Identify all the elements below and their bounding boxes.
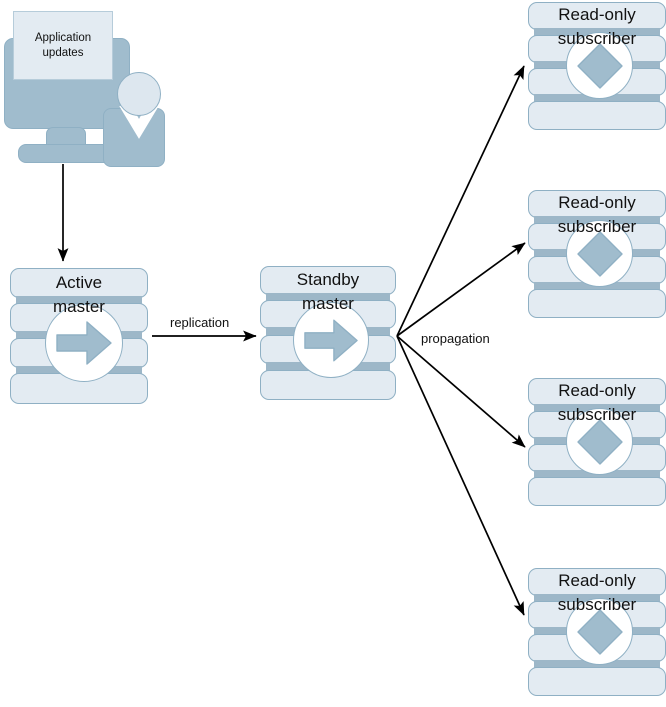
right-arrow-emblem-icon (293, 302, 369, 378)
screen-message-line1: Application (34, 31, 92, 44)
client-workstation: Application updates (0, 0, 180, 170)
db-band (260, 266, 396, 295)
db-band (528, 2, 666, 30)
diamond-emblem-icon (566, 598, 633, 665)
user-head-icon (117, 72, 161, 116)
node-read-only-subscriber-1[interactable]: Read-only subscriber (528, 2, 666, 130)
diamond-emblem-icon (566, 408, 633, 475)
monitor-screen-icon (13, 11, 113, 80)
db-band (10, 268, 148, 298)
db-band (10, 373, 148, 404)
edge-propagation-2 (396, 242, 526, 337)
screen-message-line2: updates (42, 46, 84, 59)
db-band (528, 101, 666, 130)
screen-message: Application updates (13, 11, 113, 80)
db-band (528, 289, 666, 318)
db-band (528, 477, 666, 506)
edge-propagation-4 (396, 335, 525, 616)
db-separator (16, 296, 142, 305)
node-read-only-subscriber-2[interactable]: Read-only subscriber (528, 190, 666, 318)
edge-label-replication: replication (170, 315, 230, 330)
db-separator (266, 293, 390, 302)
monitor-stand-base-icon (18, 144, 114, 163)
db-band (528, 667, 666, 696)
edge-propagation-3 (396, 335, 526, 448)
right-arrow-emblem-icon (45, 304, 123, 382)
db-band (528, 568, 666, 596)
node-active-master[interactable]: Active master (10, 268, 148, 404)
db-band (528, 378, 666, 406)
node-standby-master[interactable]: Standby master (260, 266, 396, 400)
diamond-emblem-icon (566, 32, 633, 99)
db-band (528, 190, 666, 218)
edge-propagation-1 (396, 65, 525, 337)
diamond-emblem-icon (566, 220, 633, 287)
edge-label-propagation: propagation (421, 331, 490, 346)
node-read-only-subscriber-4[interactable]: Read-only subscriber (528, 568, 666, 696)
node-read-only-subscriber-3[interactable]: Read-only subscriber (528, 378, 666, 506)
